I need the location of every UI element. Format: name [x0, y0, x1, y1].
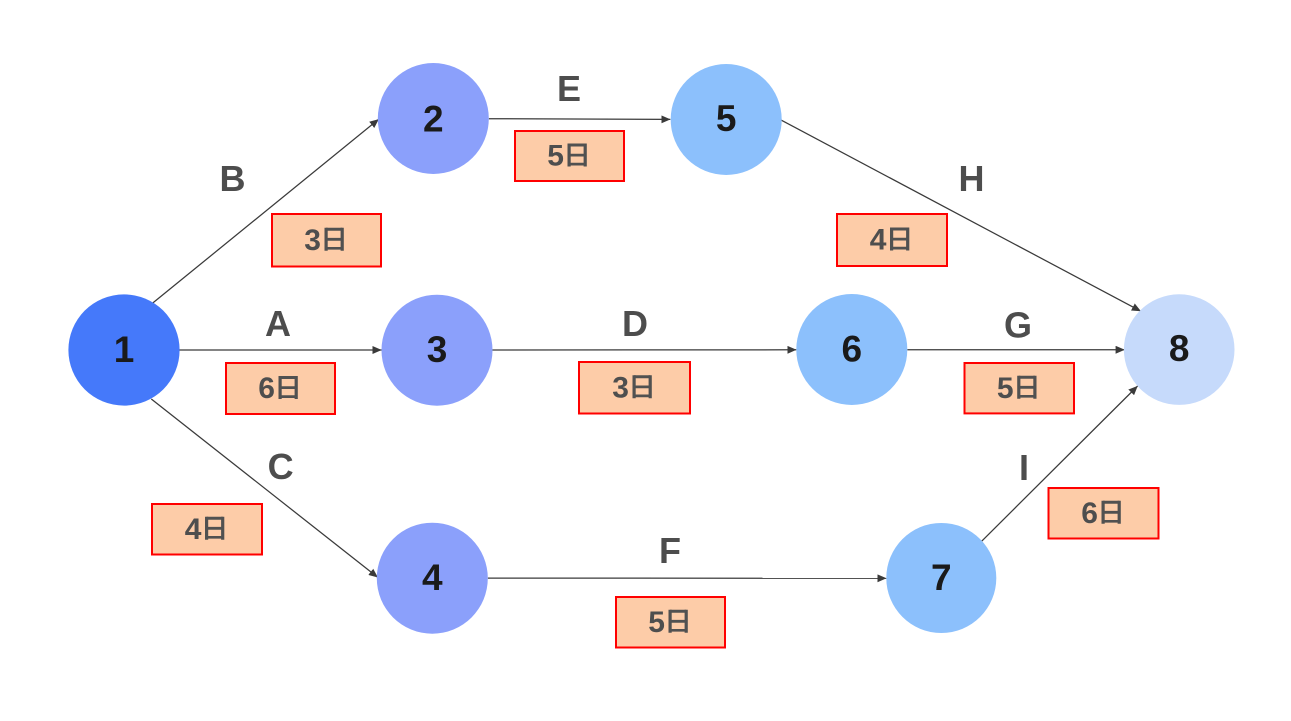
svg-text:G: G — [1004, 305, 1032, 346]
svg-text:7: 7 — [931, 557, 952, 598]
svg-text:6: 6 — [258, 372, 275, 405]
svg-text:B: B — [220, 158, 246, 199]
svg-text:D: D — [622, 303, 648, 344]
svg-text:4: 4 — [870, 224, 887, 257]
svg-text:5: 5 — [648, 606, 665, 639]
svg-text:6: 6 — [842, 329, 863, 370]
svg-text:F: F — [659, 530, 681, 571]
svg-text:5: 5 — [716, 98, 737, 139]
svg-text:I: I — [1019, 447, 1029, 488]
svg-text:6: 6 — [1081, 497, 1098, 530]
svg-text:A: A — [265, 303, 291, 344]
svg-text:4: 4 — [185, 513, 202, 546]
svg-text:8: 8 — [1169, 328, 1190, 369]
svg-text:C: C — [268, 446, 294, 487]
svg-text:3: 3 — [304, 224, 321, 257]
svg-text:1: 1 — [114, 329, 135, 370]
svg-text:2: 2 — [423, 98, 444, 139]
svg-text:5: 5 — [997, 372, 1014, 405]
svg-text:4: 4 — [422, 557, 443, 598]
svg-text:H: H — [959, 158, 985, 199]
svg-text:3: 3 — [612, 371, 629, 404]
svg-text:E: E — [557, 68, 581, 109]
svg-text:3: 3 — [427, 329, 448, 370]
svg-text:5: 5 — [547, 140, 564, 173]
